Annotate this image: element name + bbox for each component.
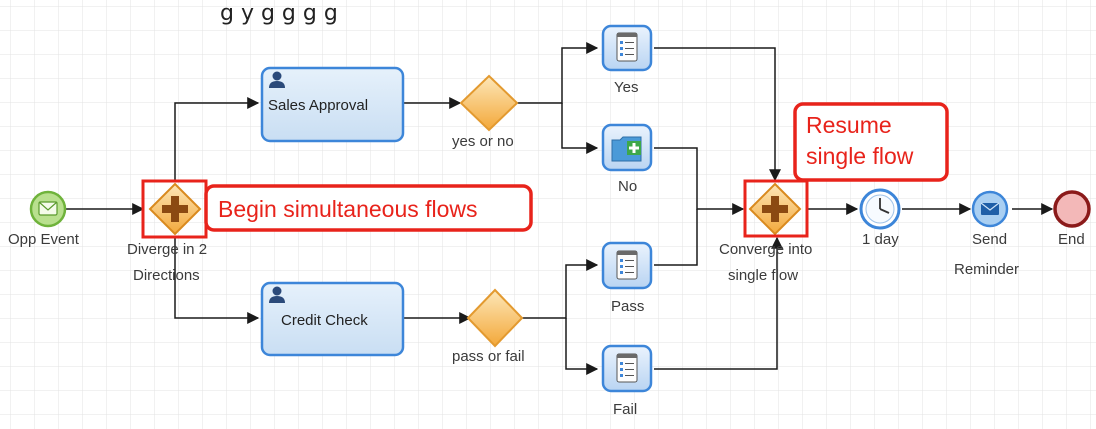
send-event[interactable] [971,190,1009,228]
task-sales-approval[interactable]: Sales Approval [260,66,405,143]
action-yes[interactable] [601,24,653,72]
clock-icon [865,194,895,224]
converge-label-line2: single flow [728,267,798,284]
action-pass[interactable] [601,241,653,290]
form-icon [616,250,638,280]
callout-resume-line1: Resume [806,112,892,138]
converge-highlight-box [743,179,809,238]
action-no-label: No [618,178,637,195]
callout-begin-text: Begin simultaneous flows [218,196,478,222]
timer-event-label: 1 day [862,231,899,248]
action-pass-label: Pass [611,298,644,315]
start-event[interactable] [29,190,67,228]
action-fail-label: Fail [613,401,637,418]
decision-pass-fail-label: pass or fail [452,348,525,365]
form-icon [616,353,638,383]
start-event-label: Opp Event [8,231,80,248]
action-yes-label: Yes [614,79,638,96]
diverge-label-line2: Directions [133,267,200,284]
callout-resume-line2: single flow [806,143,914,169]
callout-begin-flows: Begin simultaneous flows [204,184,533,232]
decision-pass-fail[interactable] [466,288,524,348]
sequence-flows [66,42,1054,375]
action-fail[interactable] [601,344,653,393]
decision-yes-no-label: yes or no [452,133,514,150]
plus-icon [762,196,788,222]
converge-gateway[interactable] [743,179,809,238]
converge-label-line1: Converge into [719,241,812,258]
folder-add-icon [611,136,642,162]
send-event-label-line1: Send [972,231,1007,248]
send-event-label-line2: Reminder [954,261,1019,278]
callout-resume-flow: Resume single flow [793,102,949,182]
clipped-header-text: g y g g g g [220,1,338,26]
task-credit-label: Credit Check [281,312,368,329]
user-icon [269,286,285,303]
decision-yes-no[interactable] [459,74,519,132]
action-no[interactable] [601,123,653,172]
task-sales-label: Sales Approval [268,97,368,114]
plus-icon [162,196,188,222]
envelope-icon [980,202,1000,215]
timer-event[interactable] [859,188,901,230]
task-credit-check[interactable]: Credit Check [260,281,405,357]
form-icon [616,32,638,62]
end-event-label: End [1058,231,1085,248]
user-icon [269,71,285,88]
diverge-label-line1: Diverge in 2 [127,241,207,258]
envelope-icon [38,201,58,216]
end-event[interactable] [1053,190,1091,228]
